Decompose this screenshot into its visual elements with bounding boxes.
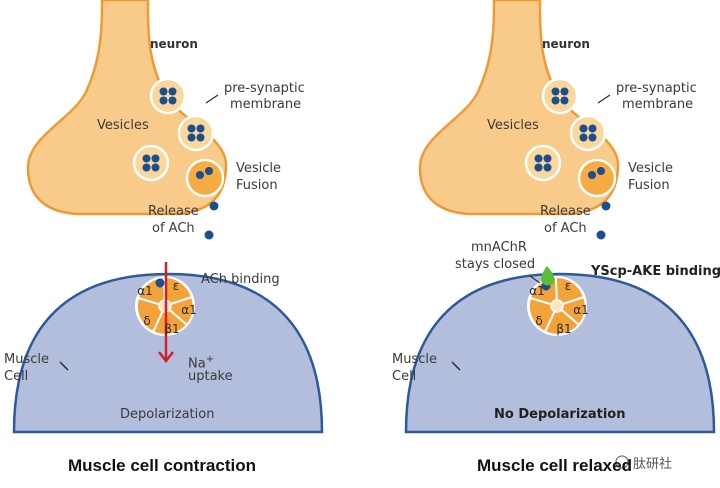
left-release-label-line2: of ACh bbox=[152, 221, 195, 236]
left-bound-ach bbox=[155, 278, 165, 288]
left-ach-dot-2 bbox=[204, 230, 214, 240]
right-mnachr-label-line1: mnAChR bbox=[471, 240, 527, 255]
left-uptake-label: uptake bbox=[188, 369, 233, 384]
left-muscle-pointer bbox=[59, 361, 69, 371]
right-release-label-line1: Release bbox=[540, 204, 591, 219]
left-muscle-label-line2: Cell bbox=[4, 369, 29, 384]
left-subunit-delta: δ bbox=[143, 314, 151, 328]
right-vesicle-1 bbox=[541, 77, 579, 115]
right-vesicle-fusion-label-line2: Fusion bbox=[628, 178, 670, 193]
right-subunit-beta1: β1 bbox=[556, 322, 572, 336]
right-release-label-line2: of ACh bbox=[544, 221, 587, 236]
right-mnachr-label-line2: stays closed bbox=[455, 257, 536, 272]
left-na-label: Na+ bbox=[188, 352, 214, 372]
right-mnachr-pointer bbox=[529, 275, 541, 284]
right-ach-dot-1 bbox=[601, 201, 611, 211]
left-na-charge: + bbox=[205, 354, 215, 365]
right-muscle-label-line1: Muscle bbox=[392, 352, 437, 367]
left-release-label-line1: Release bbox=[148, 204, 199, 219]
right-caption: Muscle cell relaxed bbox=[477, 456, 632, 475]
right-binding-label: YScp-AKE binding bbox=[591, 264, 720, 279]
left-vesicles-label: Vesicles bbox=[97, 118, 149, 133]
left-subunit-beta1: β1 bbox=[164, 322, 180, 336]
right-presynaptic-pointer bbox=[597, 94, 611, 104]
left-caption: Muscle cell contraction bbox=[68, 456, 256, 475]
watermark-icon bbox=[615, 455, 629, 469]
right-muscle-pointer bbox=[451, 361, 461, 371]
left-vesicle-3 bbox=[132, 144, 170, 182]
right-vesicle-2 bbox=[569, 114, 607, 152]
left-vesicle-fusion bbox=[185, 158, 225, 198]
left-ion-arrow-head bbox=[158, 351, 174, 364]
right-subunit-epsilon: ε bbox=[564, 279, 572, 293]
left-ach-dot-1 bbox=[209, 201, 219, 211]
right-presynaptic-label-line2: membrane bbox=[622, 97, 694, 112]
right-subunit-alpha1-b: α1 bbox=[573, 303, 589, 317]
right-vesicles-label: Vesicles bbox=[487, 118, 539, 133]
left-muscle-label-line1: Muscle bbox=[4, 352, 49, 367]
right-binder-drop bbox=[541, 266, 555, 286]
left-depolarization-label: Depolarization bbox=[120, 407, 215, 422]
right-presynaptic-label-line1: pre-synaptic bbox=[616, 81, 697, 96]
left-vesicle-2 bbox=[177, 114, 215, 152]
left-subunit-alpha1-b: α1 bbox=[181, 303, 197, 317]
watermark-text: 肽研社 bbox=[633, 457, 673, 472]
left-subunit-epsilon: ε bbox=[172, 279, 180, 293]
right-vesicle-fusion bbox=[577, 158, 617, 198]
left-presynaptic-pointer bbox=[205, 94, 219, 104]
left-vesicle-1 bbox=[149, 77, 187, 115]
right-ach-dot-2 bbox=[596, 230, 606, 240]
left-neuron-label: neuron bbox=[150, 37, 198, 51]
left-muscle-cell bbox=[12, 272, 324, 434]
left-ach-binding-label: ACh binding bbox=[201, 272, 280, 287]
left-subunit-alpha1-a: α1 bbox=[137, 284, 153, 298]
left-na-symbol: Na bbox=[188, 356, 206, 372]
right-subunit-alpha1-a: α1 bbox=[529, 284, 545, 298]
right-muscle-label-line2: Cell bbox=[392, 369, 417, 384]
left-vesicle-fusion-label-line2: Fusion bbox=[236, 178, 278, 193]
left-presynaptic-label-line2: membrane bbox=[230, 97, 302, 112]
right-subunit-delta: δ bbox=[535, 314, 543, 328]
right-vesicle-fusion-label-line1: Vesicle bbox=[628, 161, 674, 176]
left-presynaptic-label-line1: pre-synaptic bbox=[224, 81, 305, 96]
right-neuron-label: neuron bbox=[542, 37, 590, 51]
right-vesicle-3 bbox=[524, 144, 562, 182]
right-muscle-cell bbox=[404, 272, 716, 434]
right-depolarization-label: No Depolarization bbox=[494, 407, 626, 422]
left-vesicle-fusion-label-line1: Vesicle bbox=[236, 161, 282, 176]
